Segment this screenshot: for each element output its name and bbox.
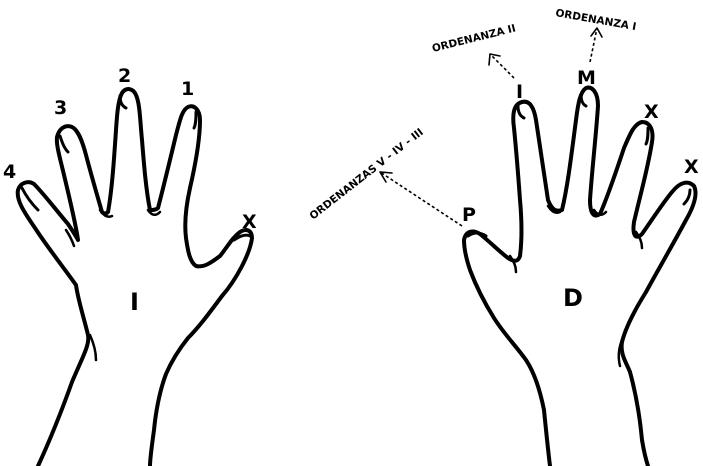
- left-hand: [18, 89, 252, 466]
- left-finger-label-ring: 3: [54, 97, 67, 119]
- right-finger-label-middle: M: [577, 67, 596, 89]
- middle-arrow: [590, 28, 602, 62]
- right-middle-nail: [581, 92, 586, 106]
- index-arrow-line: [490, 54, 514, 78]
- right-hand-outline: [464, 88, 696, 466]
- right-finger-label-little: X: [684, 156, 699, 178]
- left-finger-label-thumb: X: [242, 211, 257, 233]
- left-little-nail: [22, 188, 38, 210]
- left-crease-4: [90, 335, 96, 360]
- left-finger-label-little: 4: [3, 161, 16, 183]
- right-finger-label-ring: X: [644, 101, 659, 123]
- index-arrow: [489, 54, 514, 78]
- right-thumb-nail: [468, 233, 486, 236]
- left-finger-label-index: 1: [181, 78, 194, 100]
- left-hand-outline: [18, 89, 252, 466]
- right-hand: [464, 88, 696, 466]
- right-little-nail: [684, 190, 690, 204]
- right-palm-label: D: [563, 284, 583, 312]
- right-ring-nail: [646, 128, 648, 144]
- right-index-nail: [518, 106, 524, 118]
- left-finger-label-middle: 2: [118, 65, 131, 87]
- index-arrow-label: ORDENANZA II: [431, 23, 517, 55]
- thumb-arrow-label: ORDENANZAS V - IV - III: [307, 126, 425, 222]
- right-crease-1: [510, 256, 516, 272]
- right-finger-label-thumb: P: [462, 204, 476, 226]
- right-finger-label-index: I: [516, 81, 523, 103]
- thumb-arrow-line: [380, 172, 462, 226]
- left-ring-nail: [60, 136, 68, 152]
- thumb-arrow: [380, 172, 462, 226]
- thumb-arrow-head: [380, 172, 392, 182]
- index-arrow-head: [489, 54, 500, 65]
- left-middle-nail: [120, 96, 126, 108]
- left-index-nail: [194, 112, 196, 128]
- left-palm-label: I: [130, 288, 139, 316]
